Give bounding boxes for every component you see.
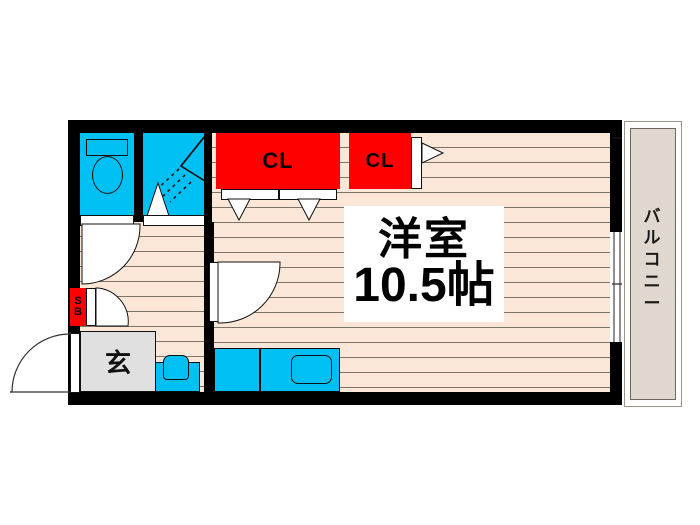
balcony-label-char-1: ル (643, 228, 663, 248)
toilet-door-swing-icon (81, 223, 141, 285)
shower-door-sill (143, 215, 207, 226)
closet-small-door (411, 137, 422, 189)
room-window-upper (612, 137, 622, 139)
shoe-box-door-leaf (86, 288, 96, 326)
kitchen-sink-basin-icon (291, 355, 332, 384)
closet-large (216, 133, 340, 189)
shoe-box-label-line1: S (74, 295, 82, 307)
balcony-label-char-0: バ (643, 206, 663, 226)
toilet-tank-icon (86, 139, 128, 156)
main-room-size: 10.5帖 (353, 259, 495, 312)
front-door-swing-icon (10, 332, 71, 393)
closet-large-fold-icons (227, 198, 321, 222)
shoe-box-door-swing-icon (95, 287, 129, 327)
sliding-door-icon[interactable] (610, 232, 624, 342)
balcony-label: バ ル コ ニ ー (630, 160, 676, 360)
main-room-label: 洋室 10.5帖 (344, 206, 504, 322)
washbasin-bowl-icon (163, 355, 189, 380)
entrance-label: 玄 (104, 348, 131, 378)
kitchen-counter (214, 348, 260, 392)
entrance-tile-floor (80, 331, 156, 392)
main-room-name: 洋室 (378, 215, 470, 264)
interior-wall-stub-top (204, 133, 212, 225)
shoe-box-label-line2: B (74, 306, 82, 318)
room-door-swing-icon (217, 261, 281, 324)
wet-room-bottom-wall (68, 213, 80, 227)
balcony-label-char-2: コ (643, 250, 663, 270)
shoe-box-label: S B (70, 288, 86, 326)
shower-drain-icon (146, 181, 170, 217)
balcony-label-char-3: ニ (643, 271, 663, 291)
closet-small-fold-icon (421, 142, 445, 164)
shoe-box (70, 288, 86, 326)
closet-large-label: CL (262, 148, 294, 173)
front-door-leaf (70, 333, 80, 393)
balcony-floor (630, 128, 676, 400)
closet-small-label: CL (365, 149, 395, 172)
closet-small (349, 133, 411, 189)
balcony-label-char-4: ー (643, 293, 663, 313)
toilet-bowl-icon (92, 156, 123, 194)
